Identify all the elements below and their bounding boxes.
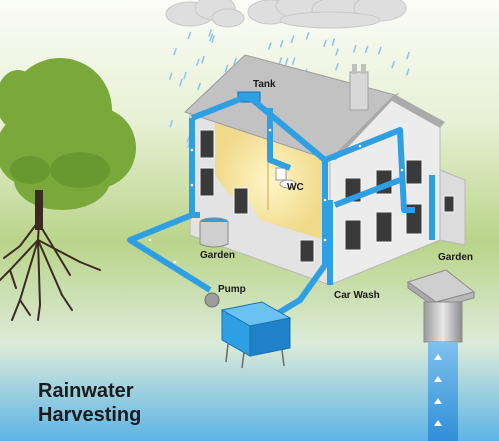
garden-left-label: Garden [200, 250, 236, 261]
cloud-icon [165, 0, 407, 29]
well-icon [406, 269, 476, 441]
rain-drop [208, 29, 212, 37]
rain-drop [224, 64, 229, 73]
rain-drop [284, 57, 289, 66]
rain-drop [279, 40, 284, 48]
title-line-2: Harvesting [38, 404, 142, 426]
rain-drop [352, 45, 357, 53]
rain-drop [323, 39, 327, 48]
rain-drop [335, 62, 339, 71]
rain-drop [391, 60, 395, 69]
rain-drop [378, 46, 382, 55]
garden-water-butt-icon [199, 217, 229, 248]
rain-drop [196, 58, 200, 67]
wc-label: WC [287, 182, 304, 193]
rain-drop [290, 35, 295, 44]
rain-drop [335, 48, 339, 56]
tank-label: Tank [253, 79, 276, 90]
rain-drop [197, 82, 201, 91]
rain-drop [209, 33, 213, 42]
rain-drop [233, 57, 237, 66]
underground-tank-icon [220, 301, 292, 369]
car-wash-label: Car Wash [334, 290, 380, 301]
rain-drop [201, 56, 205, 64]
pipe-flow-arrows [148, 128, 404, 264]
rain-drop [169, 119, 173, 128]
rain-drop [364, 45, 369, 54]
title-line-1: Rainwater [38, 380, 134, 402]
pump-icon [204, 292, 220, 308]
tree-icon [0, 58, 136, 321]
garden-right-label: Garden [438, 252, 474, 263]
pipe-network [127, 93, 435, 321]
rain-drop [305, 32, 310, 40]
rain-drop [179, 78, 183, 87]
toilet-icon [275, 167, 297, 189]
rain-drop [405, 68, 410, 76]
rain-drop [406, 51, 410, 60]
rain-drop [183, 71, 187, 80]
pump-label: Pump [218, 284, 246, 295]
rain-drop [173, 47, 177, 56]
rain-drop [291, 57, 296, 66]
rain-drop [331, 38, 336, 46]
rain-drop [168, 72, 173, 80]
rain-drop [187, 31, 192, 40]
rain-drop [278, 57, 283, 65]
rain-drop [211, 35, 215, 43]
house-interior [215, 120, 325, 240]
rain-drop [268, 42, 272, 50]
